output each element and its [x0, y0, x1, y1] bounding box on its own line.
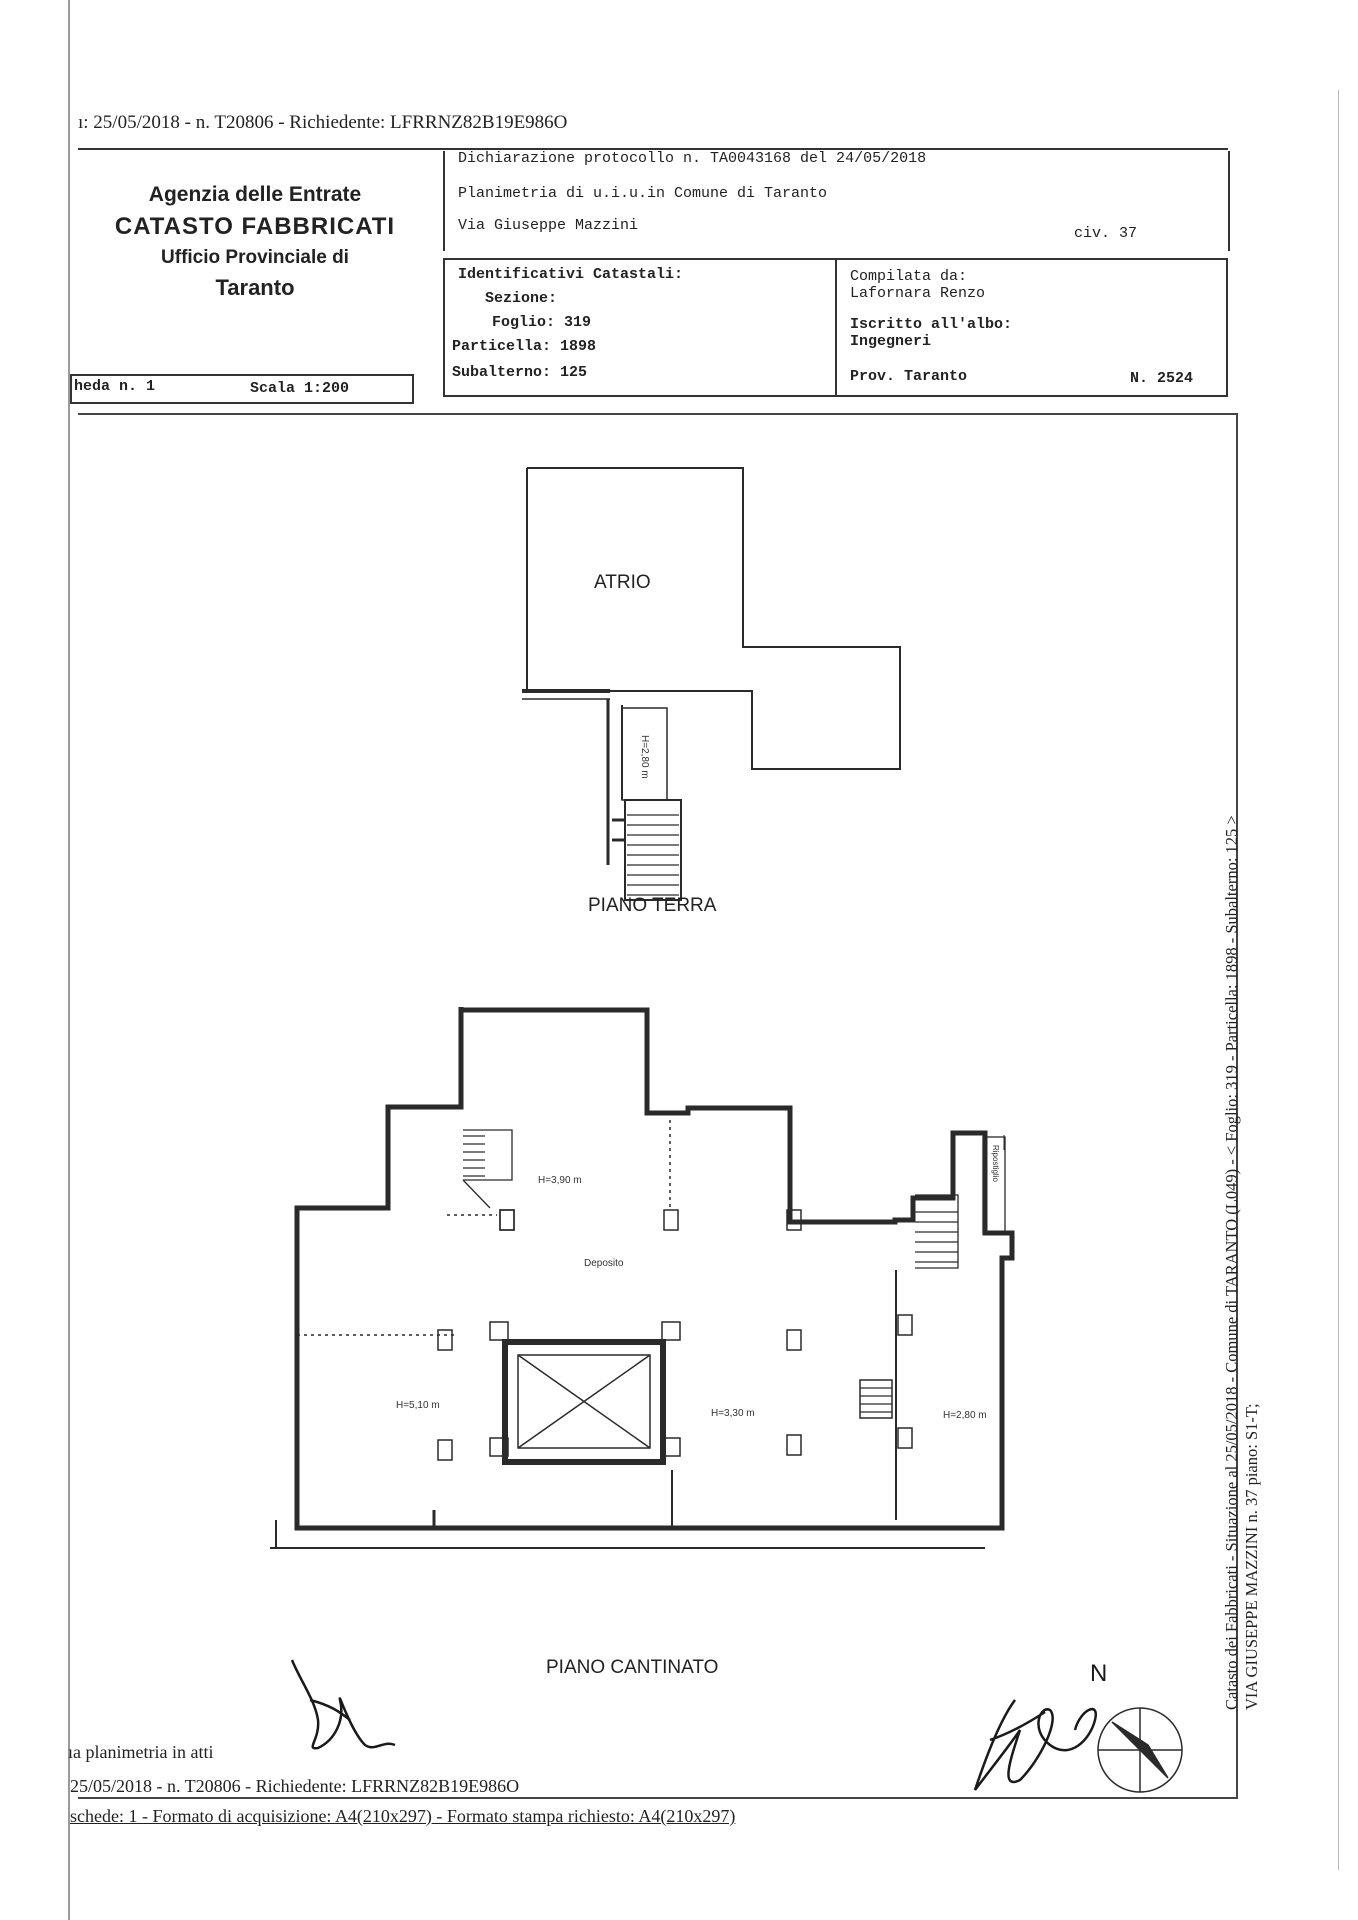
subunit-field: Subalterno: 125 [452, 364, 588, 381]
ground-height: H=2,80 m [639, 735, 650, 779]
compiled-by-name: Lafornara Renzo [850, 285, 986, 302]
section-field: Sezione: [485, 290, 558, 307]
protocol-line: Dichiarazione protocollo n. TA0043168 de… [458, 150, 927, 167]
registration-number: N. 2524 [1130, 370, 1194, 387]
registered-order: Ingegneri [850, 333, 932, 350]
identifiers-box [443, 258, 837, 397]
sheet-field: Foglio: 319 [492, 314, 592, 331]
sheet-number: heda n. 1 [74, 378, 156, 395]
street-line: Via Giuseppe Mazzini [458, 217, 639, 234]
parcel-field: Particella: 1898 [452, 338, 597, 355]
identifiers-title: Identificativi Catastali: [458, 266, 684, 283]
basement-outline [294, 1007, 1015, 1531]
scheda-box [70, 374, 414, 404]
side-note-line1: Catasto dei Fabbricati - Situazione al 2… [1222, 815, 1241, 1710]
signature-right [973, 1699, 1098, 1791]
signature-left [290, 1659, 396, 1750]
ground-stair [627, 814, 679, 896]
basement-stairs [462, 1129, 1006, 1413]
page-left-edge [68, 0, 70, 1920]
footer-format: schede: 1 - Formato di acquisizione: A4(… [70, 1806, 736, 1826]
ground-floor-outline [526, 467, 901, 770]
room-atrio: ATRIO [594, 572, 651, 593]
office-name: Ufficio Provinciale di [161, 247, 349, 268]
floor-label-ground: PIANO TERRA [588, 895, 717, 916]
side-note-line2: VIA GIUSEPPE MAZZINI n. 37 piano: S1-T; [1242, 1403, 1261, 1710]
height-center: H=3,30 m [711, 1408, 755, 1419]
footer-request: 25/05/2018 - n. T20806 - Richiedente: LF… [70, 1776, 520, 1796]
office-city: Taranto [215, 275, 295, 300]
header-rule [78, 148, 1228, 150]
page-right-edge [1338, 90, 1339, 1870]
scale: Scala 1:200 [250, 380, 350, 397]
registry-name: CATASTO FABBRICATI [114, 213, 396, 240]
cadastral-side-note: Catasto dei Fabbricati - Situazione al 2… [1222, 815, 1262, 1710]
request-header: ı: 25/05/2018 - n. T20806 - Richiedente:… [78, 112, 568, 133]
declaration-box [443, 151, 1230, 251]
agency-block: Agenzia delle Entrate CATASTO FABBRICATI… [90, 180, 420, 304]
plan-in-records: ıa planimetria in atti [68, 1742, 214, 1762]
room-deposito: Deposito [584, 1258, 624, 1269]
height-left: H=5,10 m [396, 1400, 440, 1411]
agency-name: Agenzia delle Entrate [148, 183, 362, 206]
province: Prov. Taranto [850, 368, 968, 385]
north-arrow [1097, 1707, 1183, 1793]
height-right: H=2,80 m [943, 1410, 987, 1421]
registered-label: Iscritto all'albo: [850, 316, 1013, 333]
height-top: H=3,90 m [538, 1175, 582, 1186]
compiled-by-label: Compilata da: [850, 268, 968, 285]
north-label: N [1090, 1660, 1108, 1687]
floor-label-basement: PIANO CANTINATO [546, 1657, 719, 1678]
plan-of-line: Planimetria di u.i.u.in Comune di Tarant… [458, 185, 828, 202]
room-ripostiglio: Ripostiglio [991, 1145, 1000, 1182]
civic-number: civ. 37 [1074, 225, 1138, 242]
plan-frame [78, 413, 1238, 1799]
compiler-box [833, 258, 1228, 397]
